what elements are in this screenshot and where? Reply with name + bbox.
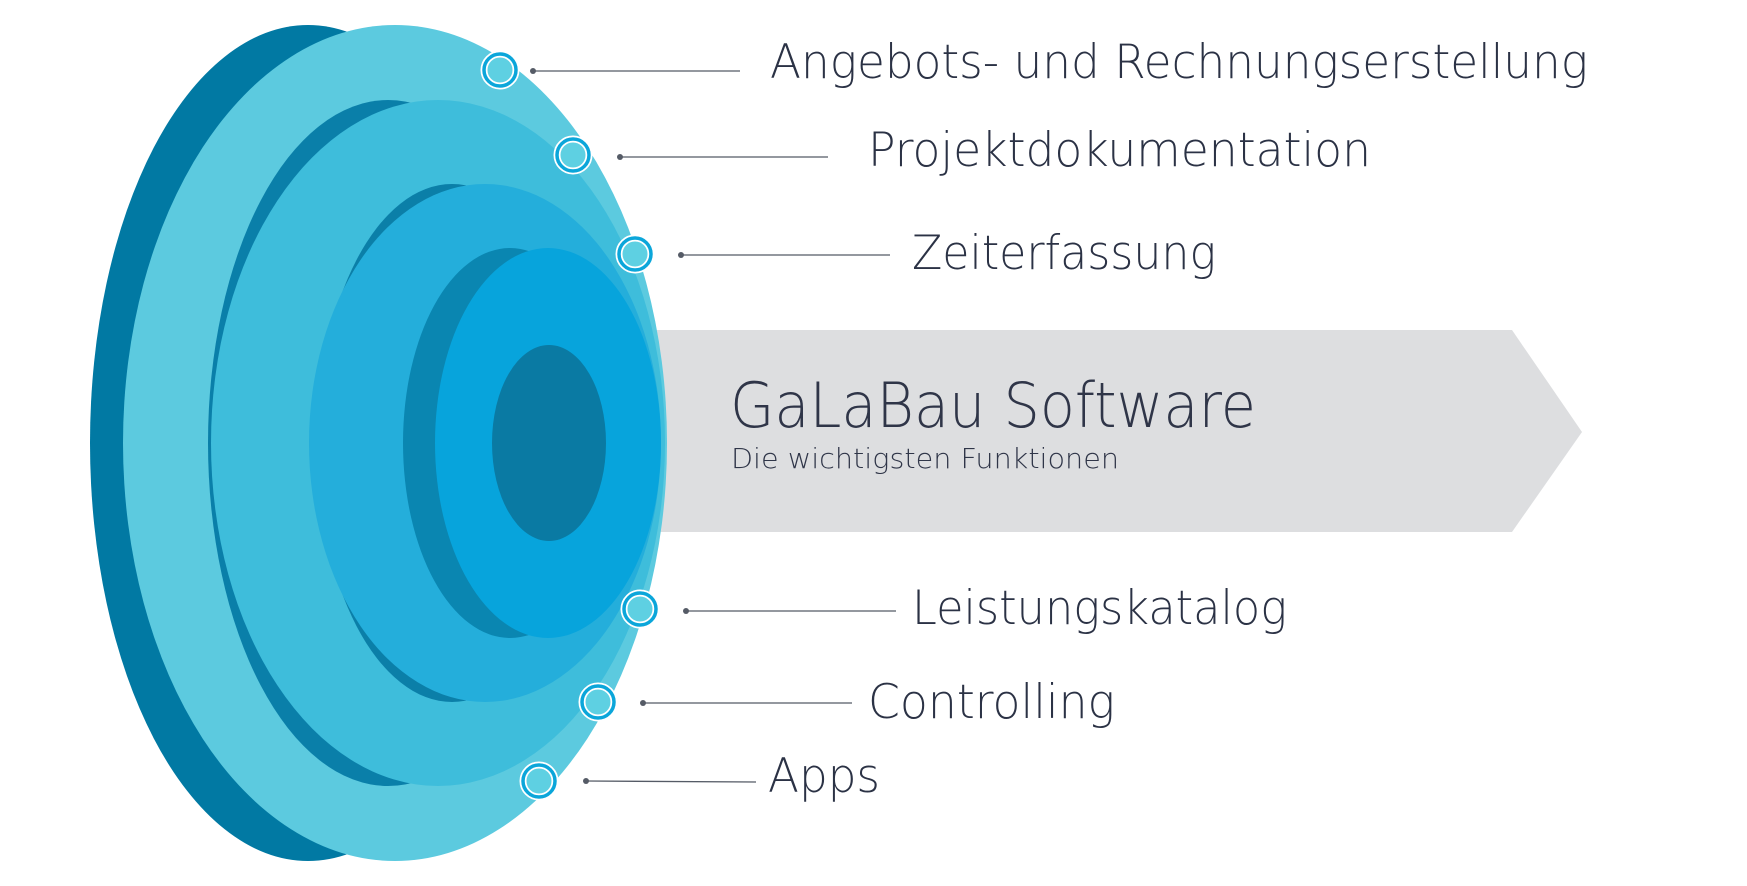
main-subtitle: Die wichtigsten Funktionen: [731, 442, 1119, 475]
feature-label-angebote: Angebots- und Rechnungserstellung: [770, 35, 1588, 90]
marker-leistungskatalog-ring: [622, 591, 658, 627]
marker-apps-ring: [521, 763, 557, 799]
feature-labels: Angebots- und Rechnungserstellung Projek…: [768, 35, 1588, 804]
feature-arrow: [560, 330, 1582, 532]
main-title: GaLaBau Software: [730, 369, 1256, 442]
feature-label-projektdoku: Projektdokumentation: [868, 123, 1371, 178]
markers: [480, 50, 660, 801]
connector-dot-angebote: [530, 68, 536, 74]
connectors: [533, 70, 896, 783]
connector-dots: [530, 68, 689, 784]
marker-projektdoku-ring: [555, 137, 591, 173]
feature-label-controlling: Controlling: [868, 675, 1115, 730]
connector-dot-projektdoku: [617, 154, 623, 160]
feature-label-zeiterfassung: Zeiterfassung: [912, 226, 1216, 281]
marker-controlling-ring: [580, 684, 616, 720]
marker-zeiterfassung-ring: [617, 236, 653, 272]
connector-dot-apps: [583, 778, 589, 784]
ring-stack: [90, 25, 667, 861]
feature-label-leistungskatalog: Leistungskatalog: [912, 581, 1287, 636]
connector-dot-leistungskatalog: [683, 608, 689, 614]
core-center: [492, 345, 606, 541]
connector-line-apps: [585, 780, 757, 783]
feature-label-apps: Apps: [768, 749, 880, 804]
connector-dot-zeiterfassung: [678, 252, 684, 258]
marker-angebote-ring: [482, 52, 518, 88]
connector-dot-controlling: [640, 700, 646, 706]
